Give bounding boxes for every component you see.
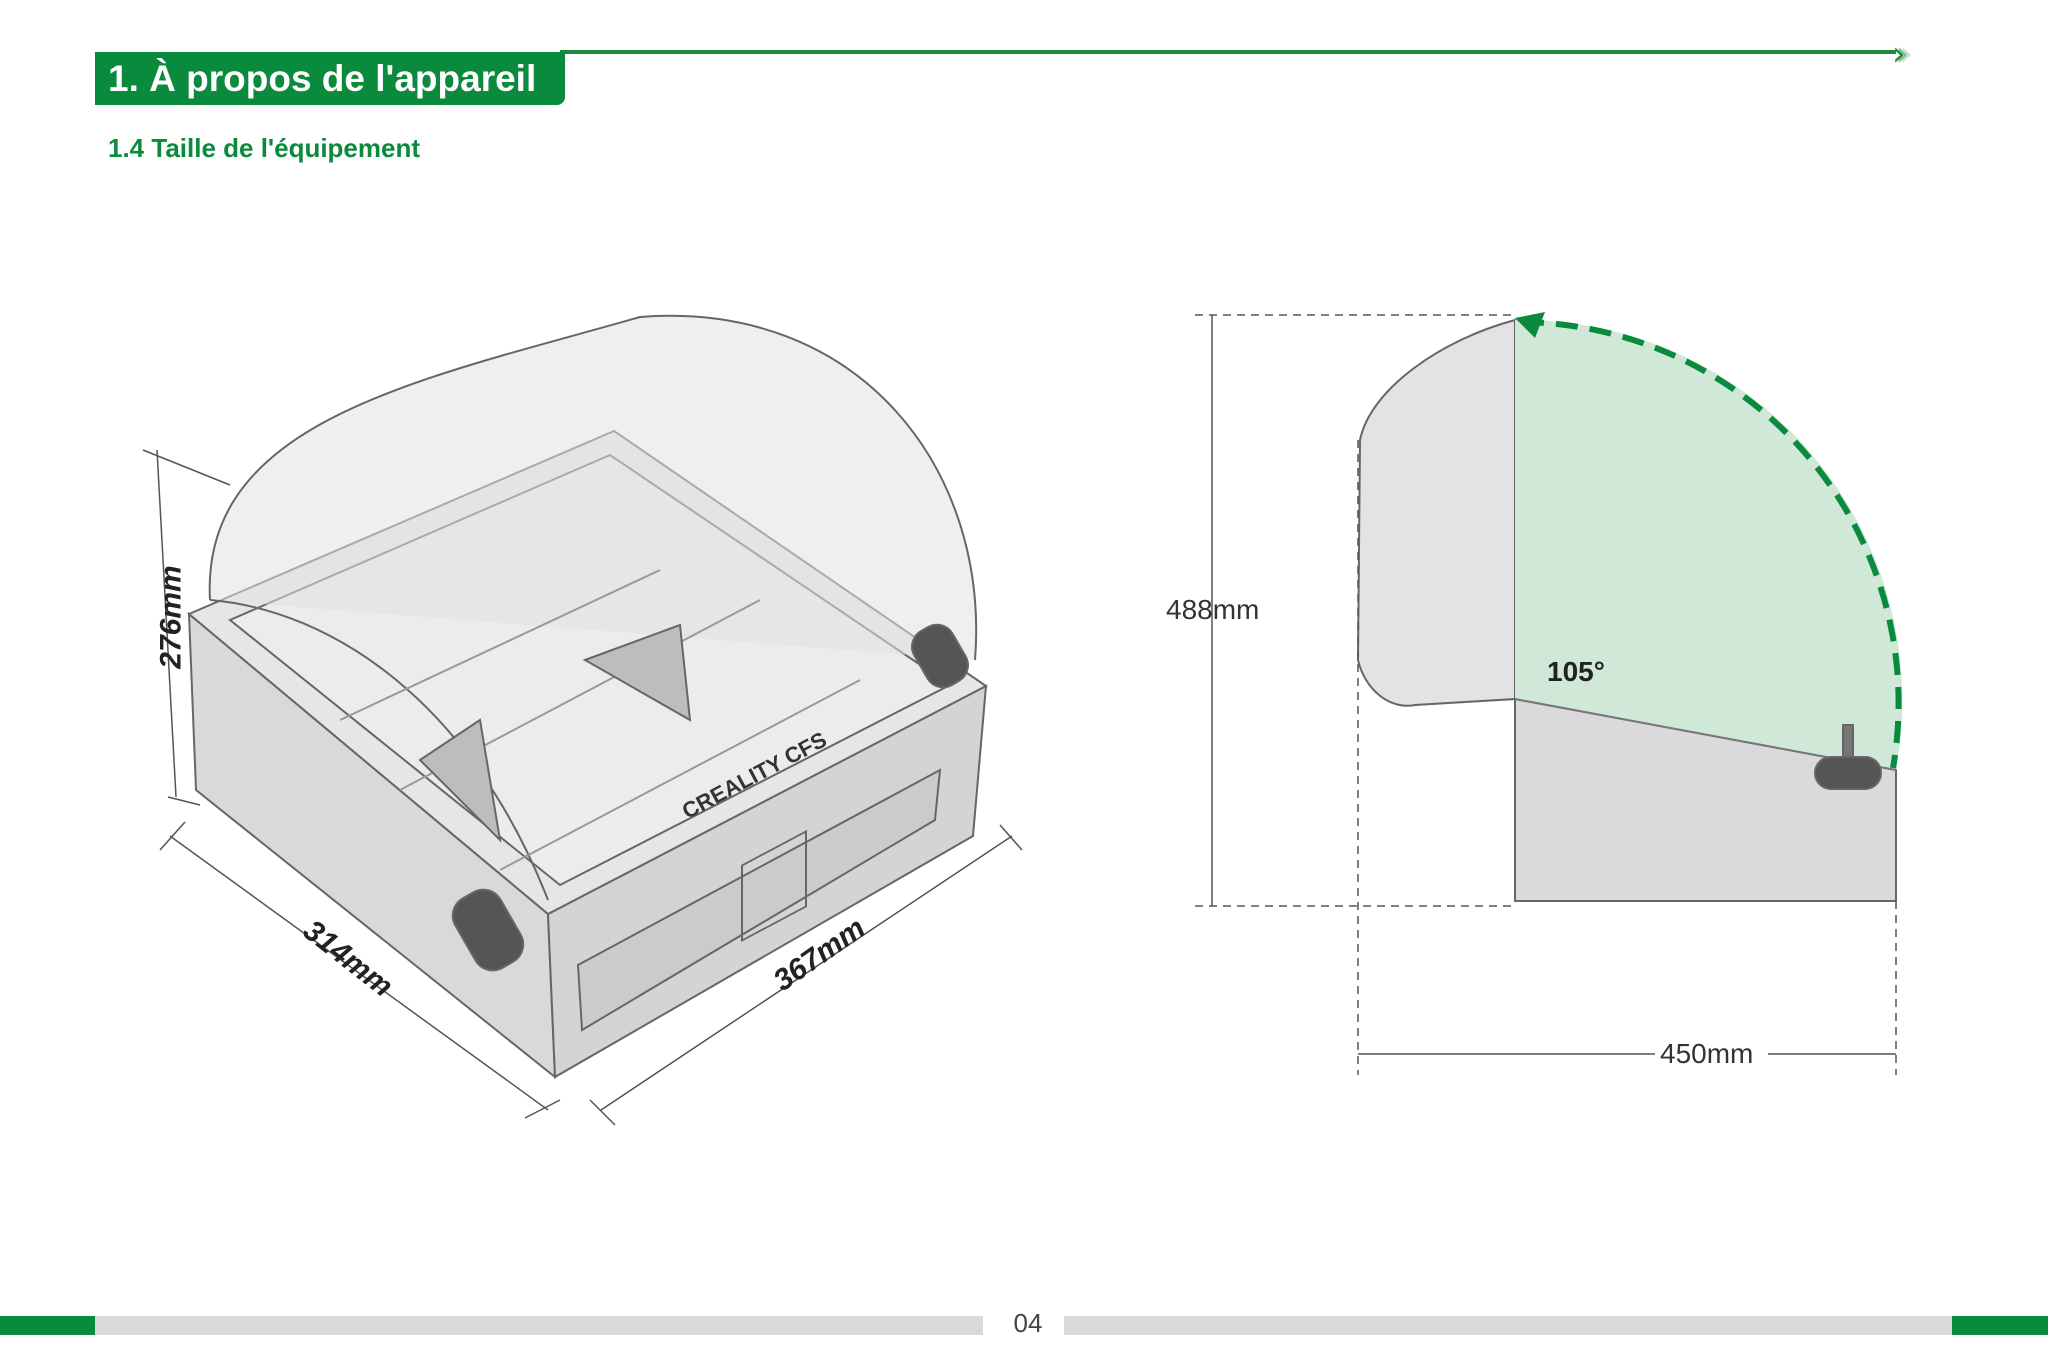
iso-dimension-lines — [142, 449, 1023, 1126]
subsection-title: 1.4 Taille de l'équipement — [108, 133, 421, 163]
lid-angle-label: 105° — [1547, 656, 1605, 687]
header-rule — [560, 50, 1896, 54]
page-number: 04 — [1013, 1308, 1043, 1338]
side-height-label: 488mm — [1166, 594, 1260, 625]
footer-bar-left-accent — [0, 1316, 95, 1335]
iso-height-label: 276mm — [154, 565, 188, 669]
footer-bar-left — [95, 1316, 983, 1335]
side-length-label: 450mm — [1660, 1038, 1754, 1069]
side-device-drawing — [1356, 312, 1903, 902]
footer-bar-right-accent — [1952, 1316, 2048, 1335]
side-dimension-lines — [1195, 314, 1897, 1075]
section-title: 1. À propos de l'appareil — [95, 52, 565, 105]
footer-bar-right — [1064, 1316, 1952, 1335]
iso-device-drawing — [187, 314, 988, 1080]
